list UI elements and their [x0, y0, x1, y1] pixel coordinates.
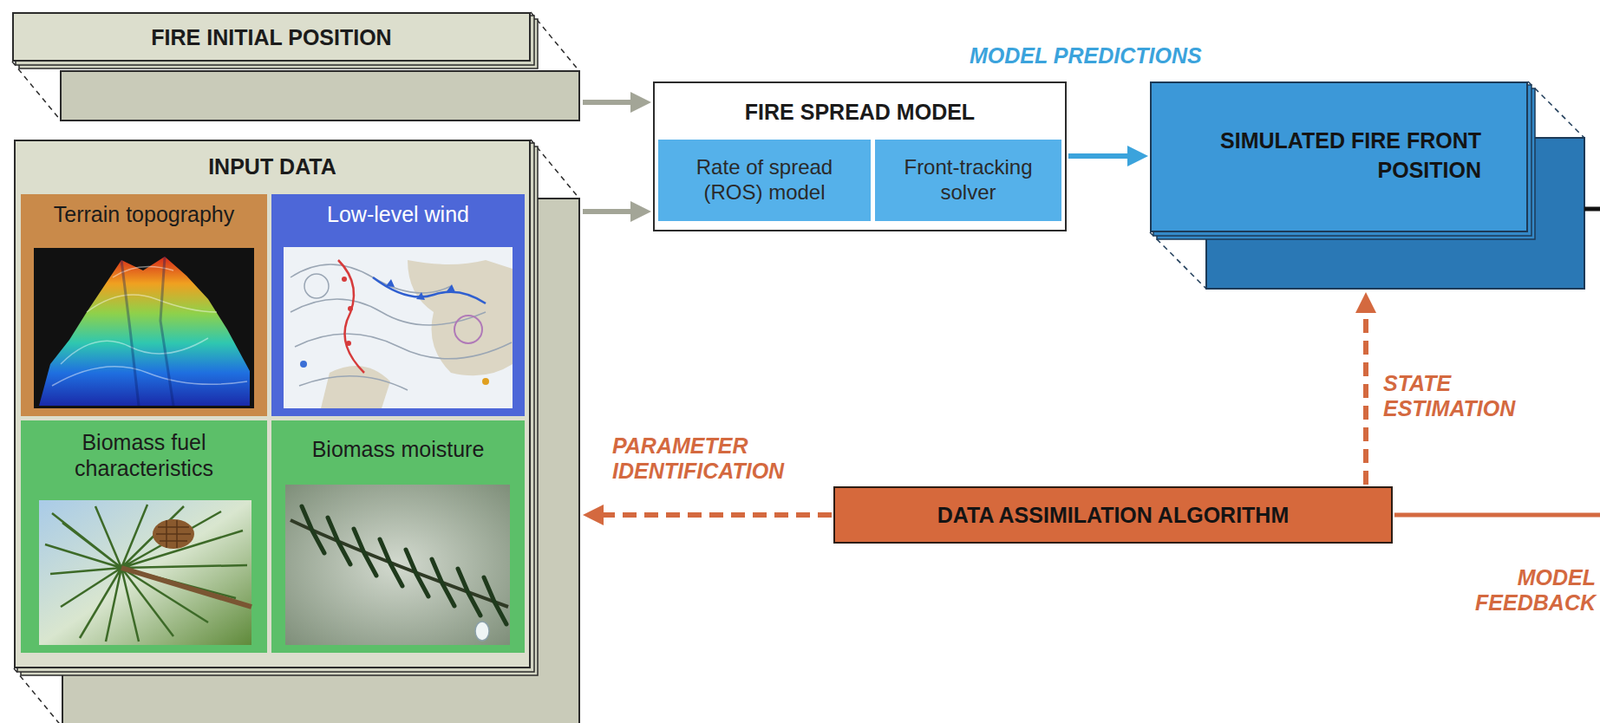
model-part-box: Front-tracking solver: [875, 139, 1062, 222]
stack-layer: [20, 146, 538, 676]
connector-arrow: [582, 208, 641, 215]
node-title: FIRE SPREAD MODEL: [654, 98, 1065, 125]
stack-layer: [17, 143, 535, 673]
node-title: Front-tracking solver: [890, 155, 1047, 206]
node-title: Rate of spread (ROS) model: [678, 155, 852, 206]
input-data-panel: INPUT DATA Terrain topographyLow-level wi…: [13, 139, 531, 669]
connector-arrow: [1363, 302, 1369, 485]
stack-edge: [12, 61, 61, 121]
edge-label: STATE ESTIMATION: [1383, 371, 1574, 422]
input-tile: Terrain topography: [20, 194, 268, 417]
stack-shadow: [13, 139, 580, 723]
terrain-image: [33, 248, 255, 409]
stack-back: [60, 71, 580, 121]
node-title: FIRE INITIAL POSITION: [142, 24, 400, 51]
node-title: Biomass fuel characteristics: [32, 429, 255, 482]
input-tile: Biomass fuel characteristics: [20, 420, 268, 654]
feedback-label: MODEL FEEDBACK: [1422, 565, 1596, 616]
node-title: SIMULATED FIRE FRONT POSITION: [1168, 126, 1482, 186]
simulated-front-box: SIMULATED FIRE FRONT POSITION: [1149, 81, 1529, 233]
assimilation-box: DATA ASSIMILATION ALGORITHM: [833, 486, 1393, 544]
stack-layers: [12, 12, 1585, 723]
input-tile: Low-level wind: [271, 194, 525, 417]
node-title: Biomass moisture: [271, 436, 525, 463]
input-tile: Biomass moisture: [271, 420, 525, 654]
edge-label: PARAMETER IDENTIFICATION: [612, 433, 838, 484]
connector-arrow: [1068, 153, 1138, 159]
wet-needles-image: [285, 484, 510, 646]
initial-position-box: FIRE INITIAL POSITION: [12, 12, 531, 62]
stack-edge: [13, 668, 63, 723]
output-line: [1584, 207, 1600, 212]
feedback-line: [1394, 513, 1600, 518]
node-title: INPUT DATA: [15, 153, 529, 180]
node-title: Terrain topography: [20, 201, 268, 228]
node-title: DATA ASSIMILATION ALGORITHM: [928, 502, 1299, 529]
section-label: MODEL PREDICTIONS: [969, 43, 1282, 69]
stack-shadow: [1149, 81, 1585, 289]
node-title: Low-level wind: [271, 201, 525, 228]
pine-needles-image: [39, 500, 252, 646]
stack-shadow: [12, 12, 580, 121]
model-part-box: Rate of spread (ROS) model: [658, 139, 871, 222]
stack-edge: [1528, 81, 1585, 138]
connector-arrow: [582, 99, 641, 105]
weather-map-image: [283, 247, 513, 409]
model-box: FIRE SPREAD MODEL Rate of spread (ROS) mo…: [653, 81, 1067, 232]
stack-edge: [1149, 232, 1207, 289]
connector-arrow: [593, 512, 832, 518]
